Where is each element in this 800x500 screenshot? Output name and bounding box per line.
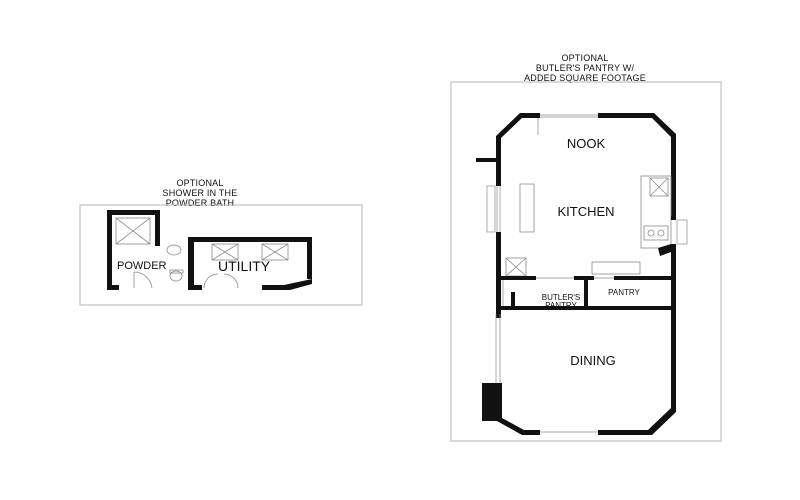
utility-walls: [194, 237, 312, 290]
left-plan-frame: [79, 204, 363, 306]
right-caption-line-2: BUTLER'S PANTRY W/: [535, 63, 635, 73]
kitchen-window-icon: [486, 185, 501, 233]
butlers-pantry-label-line-2: PANTRY: [545, 301, 577, 310]
pantry-walls: [496, 276, 676, 310]
left-plan-caption: OPTIONAL SHOWER IN THE POWDER BATH: [130, 178, 270, 208]
utility-door-icon: [203, 273, 239, 289]
right-caption-line-1: OPTIONAL: [561, 53, 609, 63]
right-plan-frame: [450, 81, 722, 442]
right-caption-line-3: ADDED SQUARE FOOTAGE: [524, 73, 646, 83]
right-plan-caption: OPTIONAL BUTLER'S PANTRY W/ ADDED SQUARE…: [495, 53, 675, 83]
nook-label: NOOK: [567, 136, 606, 151]
left-caption-line-2: SHOWER IN THE: [162, 188, 238, 198]
washer-dryer-icon: [211, 243, 289, 261]
kitchen-right-wall: [658, 216, 676, 308]
kitchen-counters: [505, 175, 672, 277]
left-plan: POWDER UTILITY: [79, 204, 363, 306]
pantry-door-icon: [502, 277, 614, 306]
powder-door-icon: [133, 271, 153, 289]
powder-label: POWDER: [117, 260, 167, 272]
butlers-pantry-label-line-1: BUTLER'S: [542, 293, 580, 302]
pantry-label: PANTRY: [608, 288, 640, 297]
nook-walls: [476, 113, 676, 216]
powder-walls: [107, 210, 194, 290]
shower-icon: [115, 217, 151, 245]
toilet-icon: [166, 244, 184, 282]
kitchen-left-wall: [496, 160, 501, 318]
dining-window-icon: [495, 314, 598, 433]
left-caption-line-3: POWDER BATH: [165, 198, 235, 208]
nook-window-icon: [537, 114, 598, 135]
dining-label: DINING: [570, 353, 616, 368]
kitchen-island: [519, 183, 535, 233]
right-plan: NOOK KITCHEN BUTLER'S PANTRY PANTRY DINI…: [450, 81, 722, 442]
left-caption-line-1: OPTIONAL: [176, 178, 224, 188]
utility-label: UTILITY: [218, 258, 271, 274]
right-window-icon: [676, 219, 688, 245]
kitchen-label: KITCHEN: [557, 204, 614, 219]
dining-walls: [482, 308, 676, 435]
